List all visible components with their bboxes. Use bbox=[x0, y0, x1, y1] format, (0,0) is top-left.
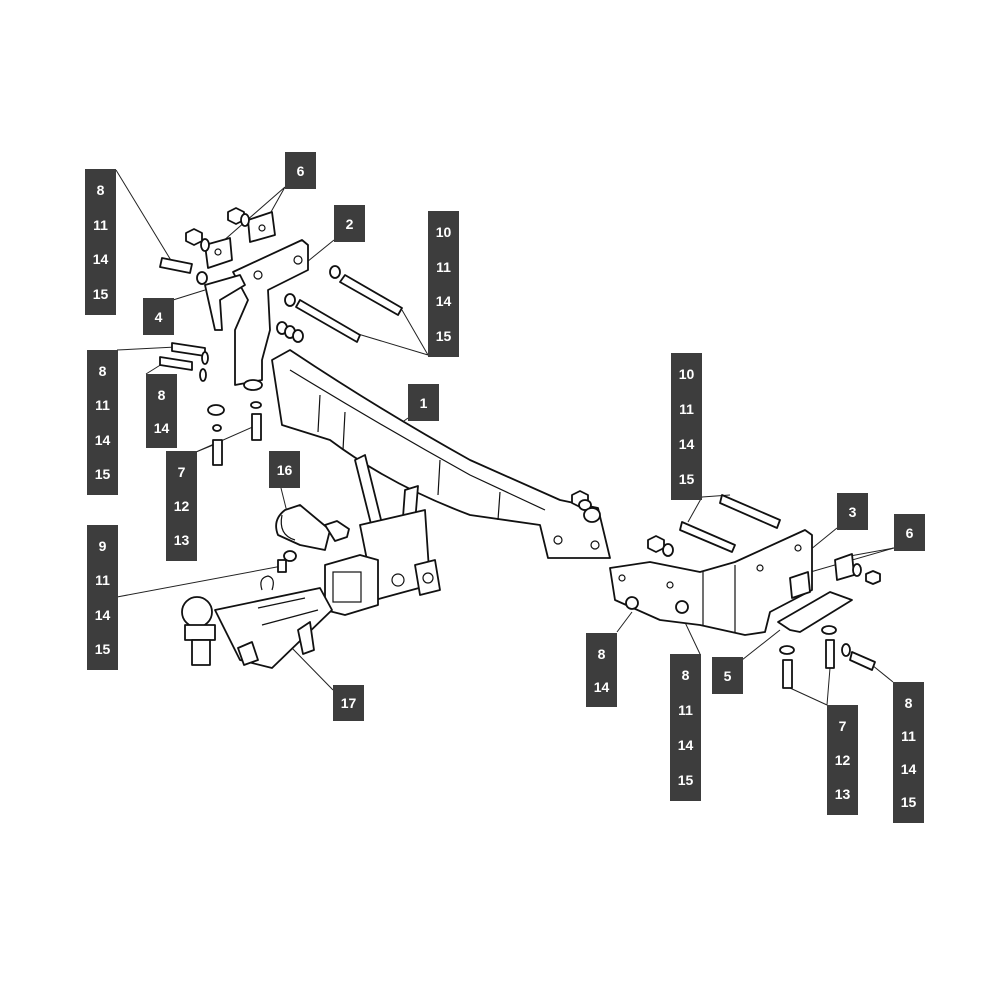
ball-mount-part bbox=[181, 575, 333, 669]
part-number: 8 bbox=[597, 645, 606, 662]
part-number: 15 bbox=[435, 327, 452, 344]
part-number: 4 bbox=[154, 308, 163, 325]
part-number: 8 bbox=[904, 694, 913, 711]
part-number: 15 bbox=[677, 771, 694, 788]
part-number: 15 bbox=[94, 465, 111, 482]
socket-bracket-part bbox=[275, 504, 350, 573]
callout-main-crossbar: 1 bbox=[408, 384, 439, 421]
part-number: 6 bbox=[905, 524, 914, 541]
part-number: 14 bbox=[900, 761, 917, 778]
callout-right-bolt-set-mid: 8 11 14 15 bbox=[670, 654, 701, 801]
part-number: 11 bbox=[901, 727, 916, 744]
part-number: 14 bbox=[94, 431, 111, 448]
part-number: 11 bbox=[93, 216, 108, 233]
part-number: 7 bbox=[177, 464, 186, 480]
callout-right-small-bracket: 5 bbox=[712, 657, 743, 694]
part-number: 17 bbox=[340, 695, 357, 711]
main-crossbar-part bbox=[271, 349, 611, 616]
left-bracket-part bbox=[159, 207, 403, 466]
part-number: 8 bbox=[681, 667, 690, 684]
callout-socket-bolt-set: 9 11 14 15 bbox=[87, 525, 118, 670]
callout-ball-mount: 17 bbox=[333, 685, 364, 721]
part-number: 16 bbox=[276, 461, 293, 478]
part-number: 14 bbox=[94, 606, 111, 623]
part-number: 10 bbox=[435, 224, 452, 241]
part-number: 11 bbox=[95, 397, 110, 414]
part-number: 12 bbox=[173, 498, 190, 514]
part-number: 15 bbox=[900, 794, 917, 811]
callout-left-bolt-set-mid: 8 11 14 15 bbox=[87, 350, 118, 495]
part-number: 1 bbox=[419, 394, 428, 411]
part-number: 11 bbox=[678, 702, 693, 719]
part-number: 10 bbox=[678, 366, 695, 383]
callout-left-lower-bolts: 7 12 13 bbox=[166, 451, 197, 561]
part-number: 3 bbox=[848, 503, 857, 520]
part-number: 14 bbox=[153, 419, 170, 436]
callout-left-small-bracket: 4 bbox=[143, 298, 174, 335]
part-number: 5 bbox=[723, 667, 732, 684]
part-number: 15 bbox=[94, 640, 111, 657]
callout-right-bolt-pair: 8 14 bbox=[586, 633, 617, 707]
part-number: 13 bbox=[173, 532, 190, 548]
callout-socket-bracket: 16 bbox=[269, 451, 300, 488]
part-number: 8 bbox=[96, 182, 105, 199]
callout-right-plates: 6 bbox=[894, 514, 925, 551]
callout-left-plates: 6 bbox=[285, 152, 316, 189]
callout-right-bolt-set-end: 8 11 14 15 bbox=[893, 682, 924, 823]
part-number: 14 bbox=[677, 736, 694, 753]
part-number: 11 bbox=[95, 572, 110, 589]
callout-right-bracket: 3 bbox=[837, 493, 868, 530]
callout-left-long-bolts: 10 11 14 15 bbox=[428, 211, 459, 357]
callout-left-bolt-pair: 8 14 bbox=[146, 374, 177, 448]
part-number: 7 bbox=[838, 718, 847, 734]
part-number: 9 bbox=[98, 538, 107, 555]
callout-right-long-bolts: 10 11 14 15 bbox=[671, 353, 702, 500]
part-number: 14 bbox=[678, 435, 695, 452]
part-number: 11 bbox=[679, 401, 694, 418]
part-number: 8 bbox=[98, 363, 107, 380]
part-number: 11 bbox=[436, 258, 451, 275]
right-bracket-part bbox=[609, 494, 881, 689]
part-number: 13 bbox=[834, 786, 851, 802]
part-number: 2 bbox=[345, 215, 354, 232]
part-number: 12 bbox=[834, 752, 851, 768]
part-number: 14 bbox=[92, 251, 109, 268]
callout-right-lower-bolts: 7 12 13 bbox=[827, 705, 858, 815]
callout-left-bolt-set-top: 8 11 14 15 bbox=[85, 169, 116, 315]
part-number: 8 bbox=[157, 386, 166, 403]
part-number: 14 bbox=[593, 678, 610, 695]
part-number: 15 bbox=[678, 470, 695, 487]
part-number: 14 bbox=[435, 293, 452, 310]
part-number: 15 bbox=[92, 285, 109, 302]
part-number: 6 bbox=[296, 162, 305, 179]
callout-left-bracket: 2 bbox=[334, 205, 365, 242]
